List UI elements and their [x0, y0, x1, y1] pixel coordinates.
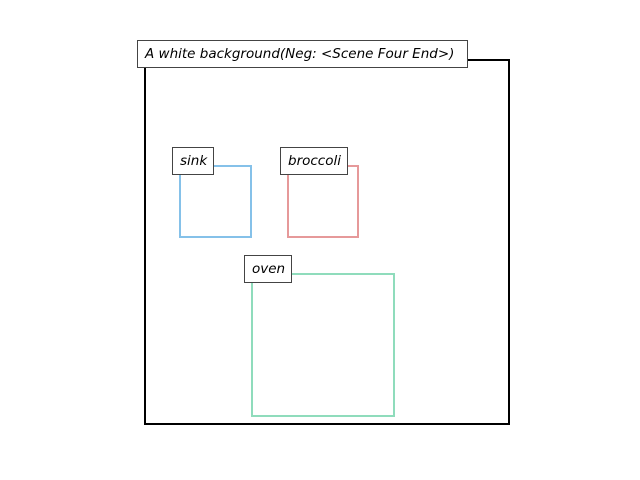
oven-bounding-box	[251, 273, 395, 417]
sink-label: sink	[172, 147, 214, 175]
broccoli-label: broccoli	[280, 147, 348, 175]
oven-label: oven	[244, 255, 292, 283]
broccoli-bounding-box	[287, 165, 359, 238]
scene-caption: A white background(Neg: <Scene Four End>…	[137, 40, 468, 68]
sink-bounding-box	[179, 165, 252, 238]
